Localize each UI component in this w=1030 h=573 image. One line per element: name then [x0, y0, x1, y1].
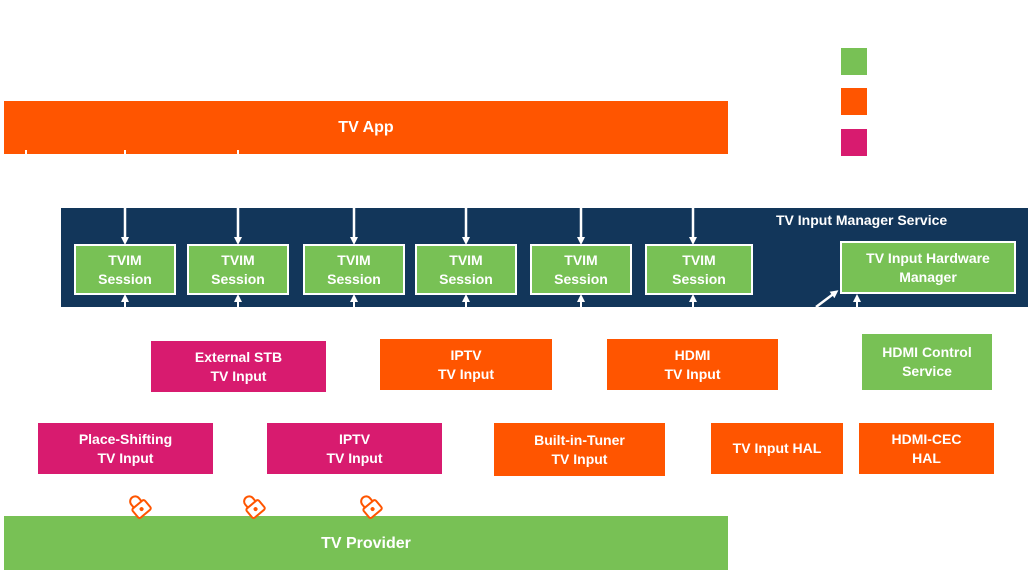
tv-input-hal: TV Input HAL	[711, 423, 843, 474]
tvim-session-1: TVIM Session	[74, 244, 176, 295]
legend-swatch-app	[841, 88, 867, 115]
tvims-title: TV Input Manager Service	[776, 212, 948, 228]
legend-swatch-system	[841, 48, 867, 75]
place-shifting-tv-input: Place-Shifting TV Input	[38, 423, 213, 474]
hdmi-control-service: HDMI Control Service	[862, 334, 992, 390]
arrow-hal-to-hw-manager	[815, 290, 839, 308]
tvim-session-5: TVIM Session	[530, 244, 632, 295]
built-in-tuner-tv-input: Built-in-Tuner TV Input	[494, 423, 665, 476]
iptv-tv-input-lower: IPTV TV Input	[267, 423, 442, 474]
iptv-tv-input-upper: IPTV TV Input	[380, 339, 552, 390]
tv-app-box: TV App	[4, 101, 728, 154]
hdmi-tv-input: HDMI TV Input	[607, 339, 778, 390]
tv-provider-box: TV Provider	[4, 516, 728, 570]
external-stb-tv-input: External STB TV Input	[151, 341, 326, 392]
hdmi-cec-hal: HDMI-CEC HAL	[859, 423, 994, 474]
lock-icon	[360, 495, 383, 519]
lock-icon	[243, 495, 266, 519]
tvim-session-2: TVIM Session	[187, 244, 289, 295]
legend-swatch-third-party	[841, 129, 867, 156]
tvim-session-6: TVIM Session	[645, 244, 753, 295]
lock-icon	[129, 495, 152, 519]
tv-input-hardware-manager: TV Input Hardware Manager	[840, 241, 1016, 294]
